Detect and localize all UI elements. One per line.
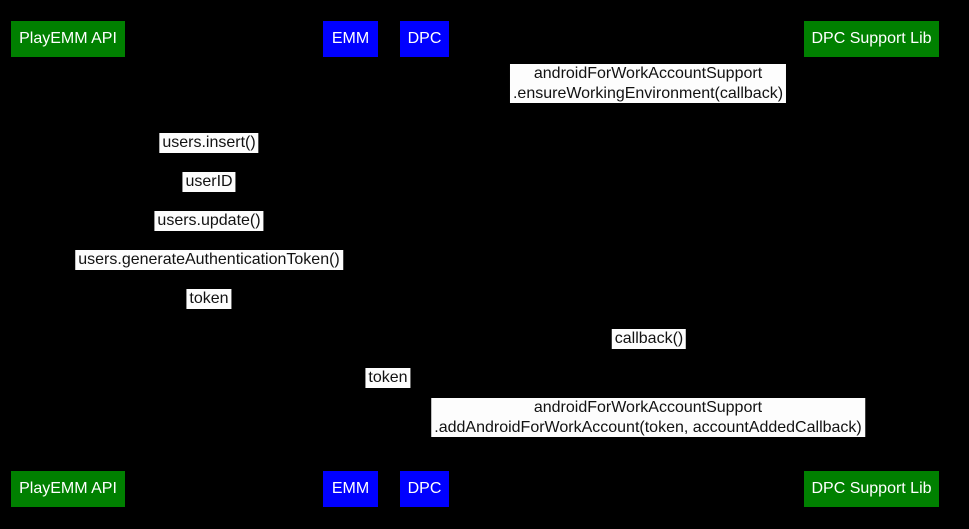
message-token-dpc: token	[365, 368, 411, 388]
message-ensure-working-environment: androidForWorkAccountSupport .ensureWork…	[509, 64, 787, 103]
actor-playemm-api-top: PlayEMM API	[11, 21, 125, 57]
message-line: .addAndroidForWorkAccount(token, account…	[434, 418, 862, 436]
actor-dpc-support-lib-bottom: DPC Support Lib	[804, 471, 939, 507]
message-generate-authentication-token: users.generateAuthenticationToken()	[75, 250, 343, 270]
message-token-playemm: token	[186, 289, 232, 309]
actor-dpc-top: DPC	[400, 21, 449, 57]
actor-emm-bottom: EMM	[323, 471, 378, 507]
message-line: .ensureWorkingEnvironment(callback)	[512, 84, 784, 102]
message-users-insert: users.insert()	[159, 133, 259, 153]
message-line: androidForWorkAccountSupport	[533, 399, 763, 416]
message-users-update: users.update()	[154, 211, 264, 231]
actor-emm-top: EMM	[323, 21, 378, 57]
message-add-android-for-work-account: androidForWorkAccountSupport .addAndroid…	[431, 398, 865, 437]
actor-dpc-bottom: DPC	[400, 471, 449, 507]
message-callback: callback()	[611, 329, 687, 349]
actor-dpc-support-lib-top: DPC Support Lib	[804, 21, 939, 57]
message-userid: userID	[182, 172, 236, 192]
actor-playemm-api-bottom: PlayEMM API	[11, 471, 125, 507]
message-line: androidForWorkAccountSupport	[533, 65, 763, 82]
